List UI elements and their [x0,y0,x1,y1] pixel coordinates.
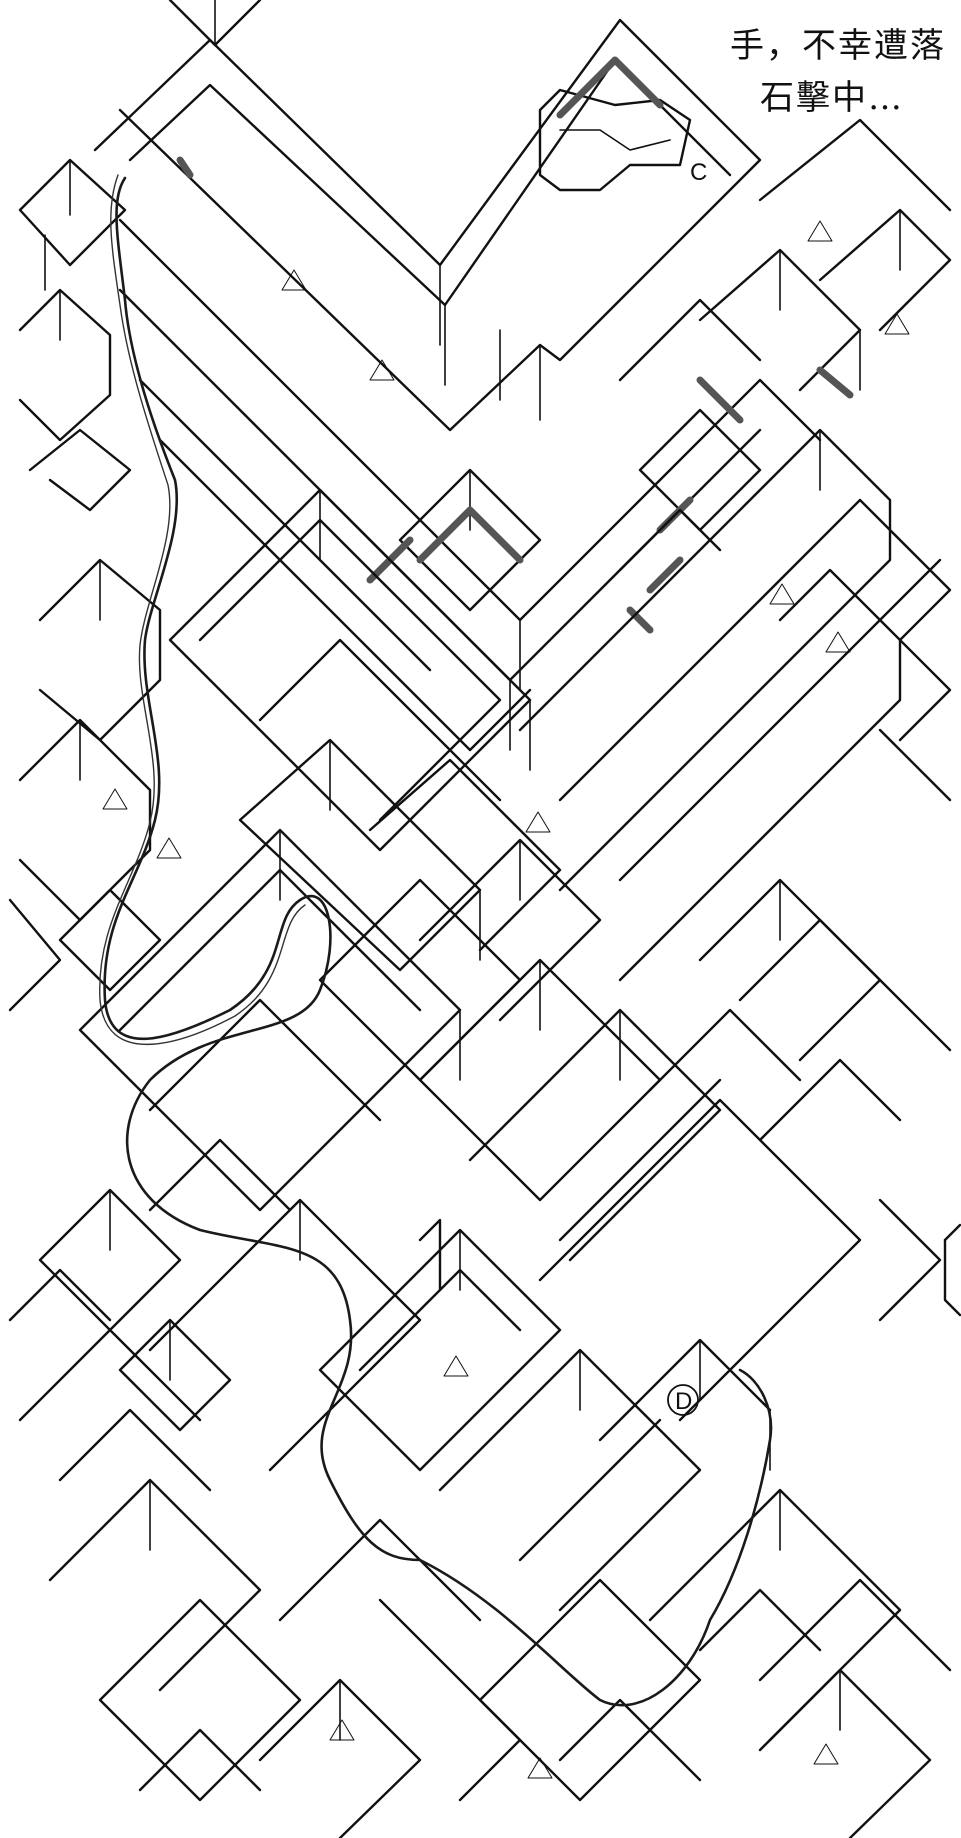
top-fragment [170,0,260,45]
triangle-marker-icon [885,314,909,334]
point-c-label: C [690,159,707,186]
triangle-marker-icon [808,221,832,241]
triangle-marker-icon [157,838,181,858]
triangle-marker-icon [444,1356,468,1376]
upper-v-block [95,20,760,430]
lower-right-cluster [320,1220,950,1838]
triangle-marker-icon [330,1720,354,1740]
triangle-marker-icon [814,1744,838,1764]
left-wall-cluster [10,160,160,1010]
point-d-marker: D [668,1385,698,1415]
right-block [520,430,950,980]
right-edge-fragment [945,1225,960,1315]
triangle-marker-icon [526,812,550,832]
middle-grid [80,830,950,1420]
point-d-label: D [675,1388,692,1415]
trap-markers [103,221,909,1778]
triangle-marker-icon [103,789,127,809]
lower-left-cluster [10,1140,480,1838]
route-path [100,175,771,1705]
triangle-marker-icon [826,632,850,652]
